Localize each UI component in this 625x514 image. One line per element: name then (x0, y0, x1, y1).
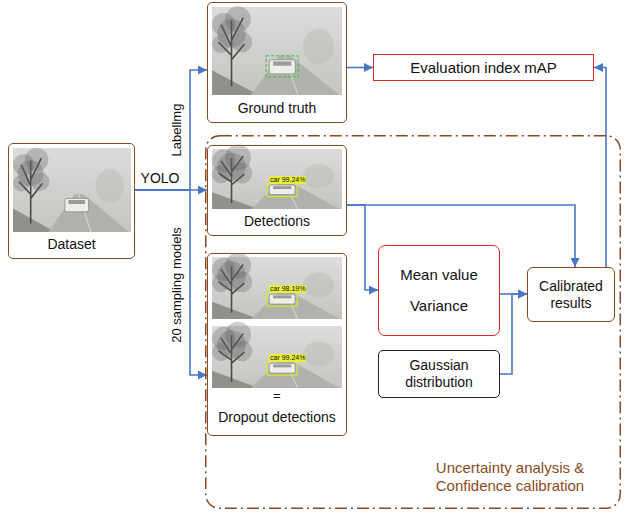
flow-arrow (347, 205, 575, 267)
photo-sky (212, 7, 342, 95)
fog-photo (212, 6, 342, 95)
fog-photo (212, 322, 342, 388)
car-window (68, 200, 85, 204)
car-window (273, 295, 291, 298)
dashed-region: Uncertainty analysis & Confidence calibr… (205, 135, 621, 509)
region-outline (205, 135, 621, 509)
node-label: Calibrated results (532, 278, 610, 312)
car-window (273, 61, 291, 65)
car-window (273, 364, 291, 367)
node-label: Mean value (400, 266, 478, 284)
fog-photo (13, 148, 131, 232)
photo-sky (212, 326, 342, 388)
detection-tag: car 99.24% (269, 176, 306, 184)
process-box: Calibrated results (527, 267, 615, 322)
fog-photo (212, 253, 342, 319)
car (65, 198, 89, 211)
road (48, 194, 128, 232)
ground-truth-box (266, 56, 298, 77)
distant-tree (303, 342, 334, 367)
car (269, 294, 295, 304)
node-label: Gaussian distribution (383, 357, 495, 391)
detection-box (267, 183, 297, 197)
image-box: Dataset (8, 143, 135, 259)
node-label: Dataset (47, 236, 95, 253)
detection-box (267, 292, 297, 306)
region-border (206, 136, 621, 509)
distant-tree (303, 273, 334, 298)
grass-verge (13, 208, 55, 232)
region-title: Uncertainty analysis & Confidence calibr… (410, 459, 610, 495)
distant-tree (303, 29, 334, 64)
car-window (273, 186, 291, 189)
detection-tag: car 99.24% (269, 354, 306, 362)
process-box: Gaussian distribution (378, 350, 500, 398)
node-label: Dropout detections (218, 409, 336, 426)
flow-arrow (135, 190, 207, 375)
photo-sky (13, 148, 131, 232)
fog-photo (212, 144, 342, 209)
tree-foliage (212, 343, 230, 361)
node-label: Evaluation index mAP (410, 59, 557, 77)
metric-box: Evaluation index mAP (373, 54, 594, 81)
car (269, 363, 295, 373)
distant-tree (303, 164, 334, 188)
node-label: Detections (244, 213, 310, 230)
distant-tree (96, 169, 124, 203)
edge-label: YOLO (141, 170, 180, 187)
statistics-box: Mean valueVariance (378, 245, 500, 336)
detection-box (267, 361, 297, 375)
edge-label: Labellmg (169, 104, 185, 157)
node-label: Variance (410, 297, 468, 315)
car (269, 185, 295, 195)
flow-arrow (347, 205, 378, 290)
grass-verge (212, 192, 259, 209)
grass-verge (212, 371, 259, 388)
photo-sky (212, 257, 342, 319)
tree-foliage (232, 163, 253, 184)
road (251, 55, 339, 95)
tree-foliage (13, 175, 30, 192)
tree-foliage (212, 274, 230, 292)
edge-label: 20 sampling models (169, 227, 185, 343)
tree-foliage (232, 271, 253, 292)
photo-sky (212, 149, 342, 209)
tree-foliage (212, 165, 230, 183)
tree-foliage (232, 340, 253, 361)
detection-tag: car 98.19% (269, 285, 306, 293)
road (251, 291, 339, 319)
flow-arrow (135, 70, 207, 190)
node-label: Ground truth (238, 100, 317, 117)
image-box: Detections (207, 145, 347, 236)
flow-arrow (594, 68, 606, 268)
ellipsis-mark: = (273, 388, 281, 404)
tree-foliage (212, 35, 230, 53)
image-box: Ground truth (207, 2, 347, 123)
tree-foliage (31, 172, 50, 191)
road (251, 360, 339, 388)
grass-verge (212, 302, 259, 319)
grass-verge (212, 70, 259, 95)
car (269, 60, 295, 74)
road (251, 182, 339, 209)
flow-arrow (500, 294, 527, 374)
image-box: Dropout detections (207, 253, 347, 436)
flow-arrow (347, 67, 373, 69)
tree-foliage (232, 32, 253, 53)
